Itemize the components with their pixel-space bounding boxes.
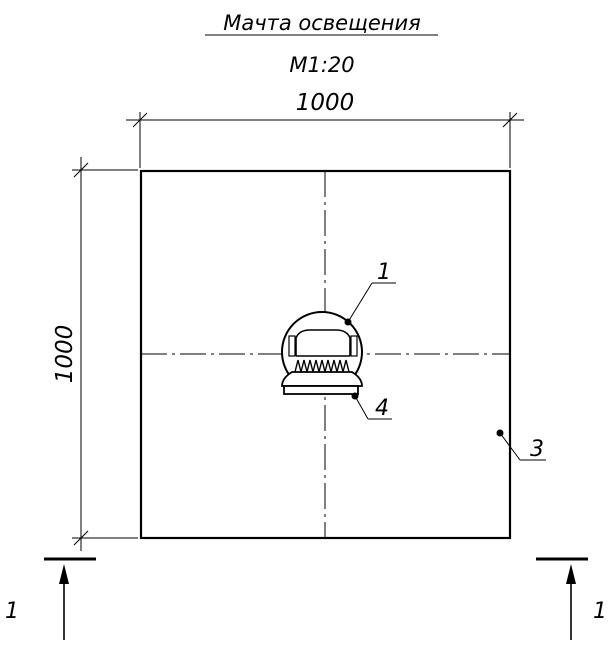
- section-marker-right: 1: [536, 557, 607, 640]
- callout-4-label: 4: [375, 396, 389, 421]
- callout-1: 1: [344, 260, 396, 326]
- callout-1-label: 1: [377, 260, 391, 285]
- section-left-label: 1: [5, 599, 19, 624]
- callout-3: 3: [496, 429, 546, 462]
- callout-3-label: 3: [530, 437, 544, 462]
- drawing-scale: М1:20: [289, 53, 354, 77]
- height-dimension: 1000: [52, 157, 138, 551]
- drawing-title: Мачта освещения: [223, 11, 421, 35]
- mast-base-symbol: [281, 311, 363, 395]
- width-dimension: 1000: [126, 90, 524, 168]
- section-right-label: 1: [593, 599, 607, 624]
- height-dimension-label: 1000: [52, 325, 78, 384]
- width-dimension-label: 1000: [296, 90, 355, 116]
- section-marker-left: 1: [5, 557, 96, 640]
- callout-4: 4: [351, 392, 392, 421]
